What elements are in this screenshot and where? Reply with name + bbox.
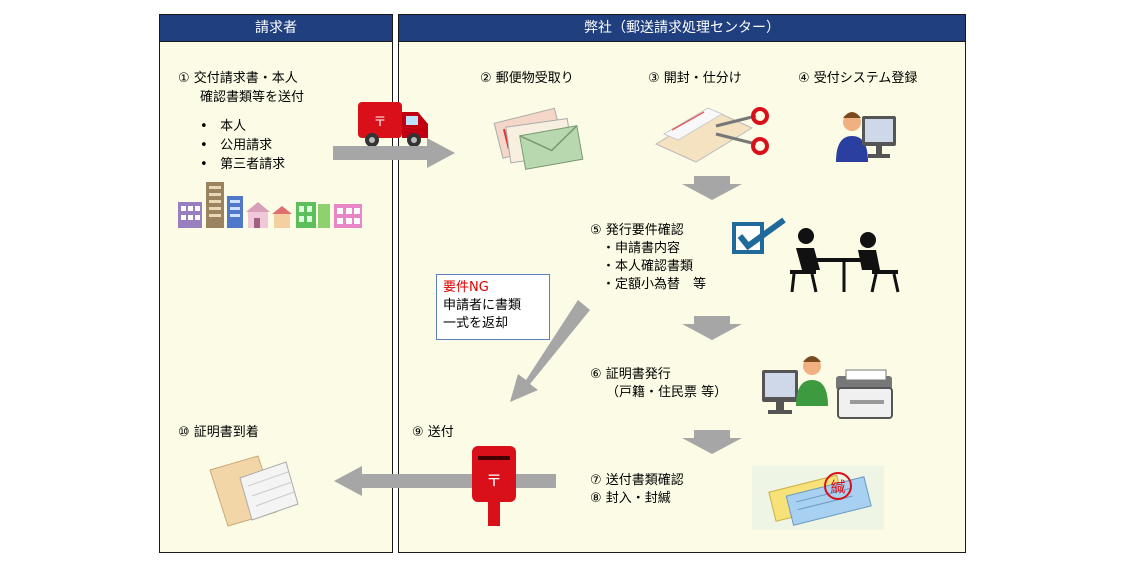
interview-meeting-icon	[790, 228, 900, 293]
down-arrow-3	[682, 430, 742, 454]
step1-label-line1: ① 交付請求書・本人	[178, 71, 298, 86]
step5-title: ⑤ 発行要件確認	[590, 223, 684, 238]
step9-label: ⑨ 送付	[412, 425, 454, 440]
sealed-envelope-icon: 緘	[752, 466, 884, 530]
step7-label: ⑦ 送付書類確認	[590, 473, 684, 488]
seal-stamp-text: 緘	[830, 478, 845, 496]
bullet-item: • 公用請求	[200, 138, 273, 153]
delivery-truck-icon: 〒	[358, 102, 428, 147]
return-arrow	[510, 300, 590, 402]
step6-label-line2: （戸籍・住民票 等）	[606, 385, 728, 400]
ng-note-line1: 申請者に書類	[443, 298, 522, 313]
delivery-arrow	[334, 466, 556, 496]
company-panel-header: 弊社（郵送請求処理センター）	[399, 15, 965, 42]
ng-note-box: 要件NG 申請者に書類 一式を返却	[436, 274, 550, 340]
received-documents-icon	[209, 455, 299, 527]
bullet-label: 公用請求	[220, 138, 273, 153]
step4-label: ④ 受付システム登録	[798, 71, 918, 86]
bullet-item: • 本人	[200, 119, 247, 134]
bullet-label: 本人	[220, 119, 247, 134]
bullet-item: • 第三者請求	[200, 157, 286, 172]
mail-envelopes-icon	[493, 107, 584, 170]
requester-panel: 請求者	[159, 14, 393, 553]
checkbox-icon	[732, 217, 786, 254]
scissors-opening-icon	[654, 107, 769, 163]
step6-label-line1: ⑥ 証明書発行	[590, 367, 671, 382]
issuing-computer-icon	[762, 356, 893, 419]
operator-at-computer-icon	[836, 112, 896, 162]
requester-panel-header: 請求者	[160, 15, 392, 42]
step8-label: ⑧ 封入・封緘	[590, 491, 671, 506]
step10-label: ⑩ 証明書到着	[178, 425, 259, 440]
ng-note-title: 要件NG	[443, 280, 489, 295]
step1-label-line2: 確認書類等を送付	[200, 90, 305, 105]
step2-label: ② 郵便物受取り	[480, 71, 574, 86]
step3-label: ③ 開封・仕分け	[648, 71, 742, 86]
step5-item: ・申請書内容	[602, 241, 681, 256]
ng-note-line2: 一式を返却	[443, 316, 509, 331]
buildings-icon	[178, 182, 362, 228]
truck-postal-mark: 〒	[373, 115, 386, 130]
postbox-icon: 〒	[472, 446, 516, 526]
bullet-label: 第三者請求	[220, 157, 286, 172]
send-arrow	[333, 138, 455, 168]
step5-item: ・本人確認書類	[602, 259, 694, 274]
down-arrow-2	[682, 316, 742, 340]
step5-item: ・定額小為替 等	[602, 277, 707, 292]
postbox-mark: 〒	[486, 471, 502, 490]
down-arrow-1	[682, 176, 742, 200]
